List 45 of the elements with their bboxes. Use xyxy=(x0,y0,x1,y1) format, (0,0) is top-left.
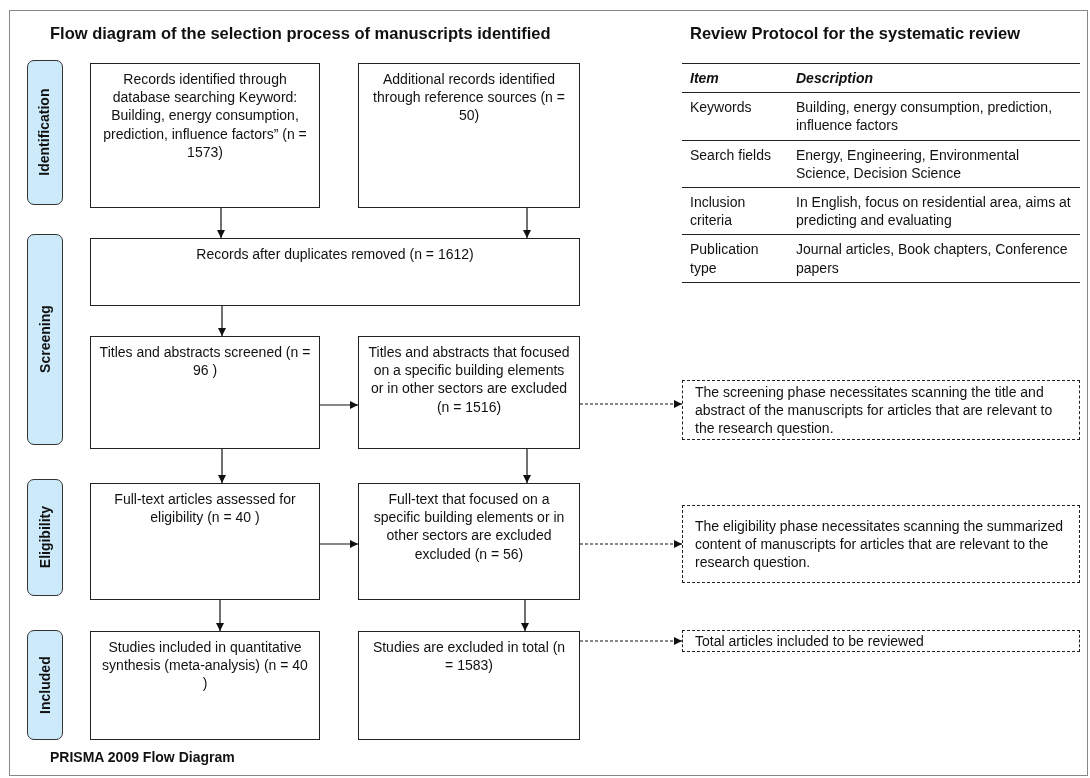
arrow xyxy=(319,540,359,548)
stage-label: Identification xyxy=(35,88,54,177)
arrow xyxy=(218,305,226,337)
arrow xyxy=(218,448,226,484)
table-cell: Journal articles, Book chapters, Conference papers xyxy=(788,234,1080,283)
arrow xyxy=(217,207,225,239)
process-box: Additional records identified through reference sources (n = 50) xyxy=(358,63,580,208)
stage-label: Eligibility xyxy=(35,506,54,569)
process-box: Records after duplicates removed (n = 1612) xyxy=(90,238,580,306)
dashed-arrow xyxy=(579,637,683,645)
arrow xyxy=(216,599,224,632)
diagram-title: Flow diagram of the selection process of manuscripts identified xyxy=(50,24,551,43)
table-header: Description xyxy=(788,63,1080,93)
process-box: Full-text articles assessed for eligibility (n = 40 ) xyxy=(90,483,320,600)
stage-label: Screening xyxy=(35,305,54,374)
table-cell: Energy, Engineering, Environmental Science, Decision Science xyxy=(788,140,1080,188)
table-cell: Keywords xyxy=(682,92,788,141)
process-box: Titles and abstracts that focused on a specific building elements or in other sectors are excluded (n = 1516) xyxy=(358,336,580,449)
process-box: Records identified through database searching Keyword: Building, energy consumption, prediction, influence factors” (n = 1573) xyxy=(90,63,320,208)
note-box: The eligibility phase necessitates scanning the summarized content of manuscripts for articles that are relevant to the research question. xyxy=(682,505,1080,583)
table-title: Review Protocol for the systematic review xyxy=(690,24,1021,43)
stage-label: Included xyxy=(35,656,54,714)
table-cell: Publication type xyxy=(682,234,788,283)
arrow xyxy=(523,207,531,239)
process-box: Full-text that focused on a specific building elements or in other sectors are excluded excluded (n = 56) xyxy=(358,483,580,600)
table-header: Item xyxy=(682,63,788,93)
stage-band xyxy=(27,479,63,596)
note-box: The screening phase necessitates scanning the title and abstract of the manuscripts for articles that are relevant to the research question. xyxy=(682,380,1080,440)
process-box: Studies are excluded in total (n = 1583) xyxy=(358,631,580,740)
caption: PRISMA 2009 Flow Diagram xyxy=(50,749,235,765)
arrow xyxy=(521,599,529,632)
dashed-arrow xyxy=(579,400,683,408)
table-cell: In English, focus on residential area, aims at predicting and evaluating xyxy=(788,187,1080,235)
process-box: Studies included in quantitative synthesis (meta-analysis) (n = 40 ) xyxy=(90,631,320,740)
dashed-arrow xyxy=(579,540,683,548)
stage-band xyxy=(27,60,63,205)
stage-band xyxy=(27,234,63,445)
table-cell: Search fields xyxy=(682,140,788,188)
table-cell: Inclusion criteria xyxy=(682,187,788,235)
note-box: Total articles included to be reviewed xyxy=(682,630,1080,652)
arrow xyxy=(523,448,531,484)
table-cell: Building, energy consumption, prediction, influence factors xyxy=(788,92,1080,141)
arrow xyxy=(319,401,359,409)
stage-band xyxy=(27,630,63,740)
process-box: Titles and abstracts screened (n = 96 ) xyxy=(90,336,320,449)
